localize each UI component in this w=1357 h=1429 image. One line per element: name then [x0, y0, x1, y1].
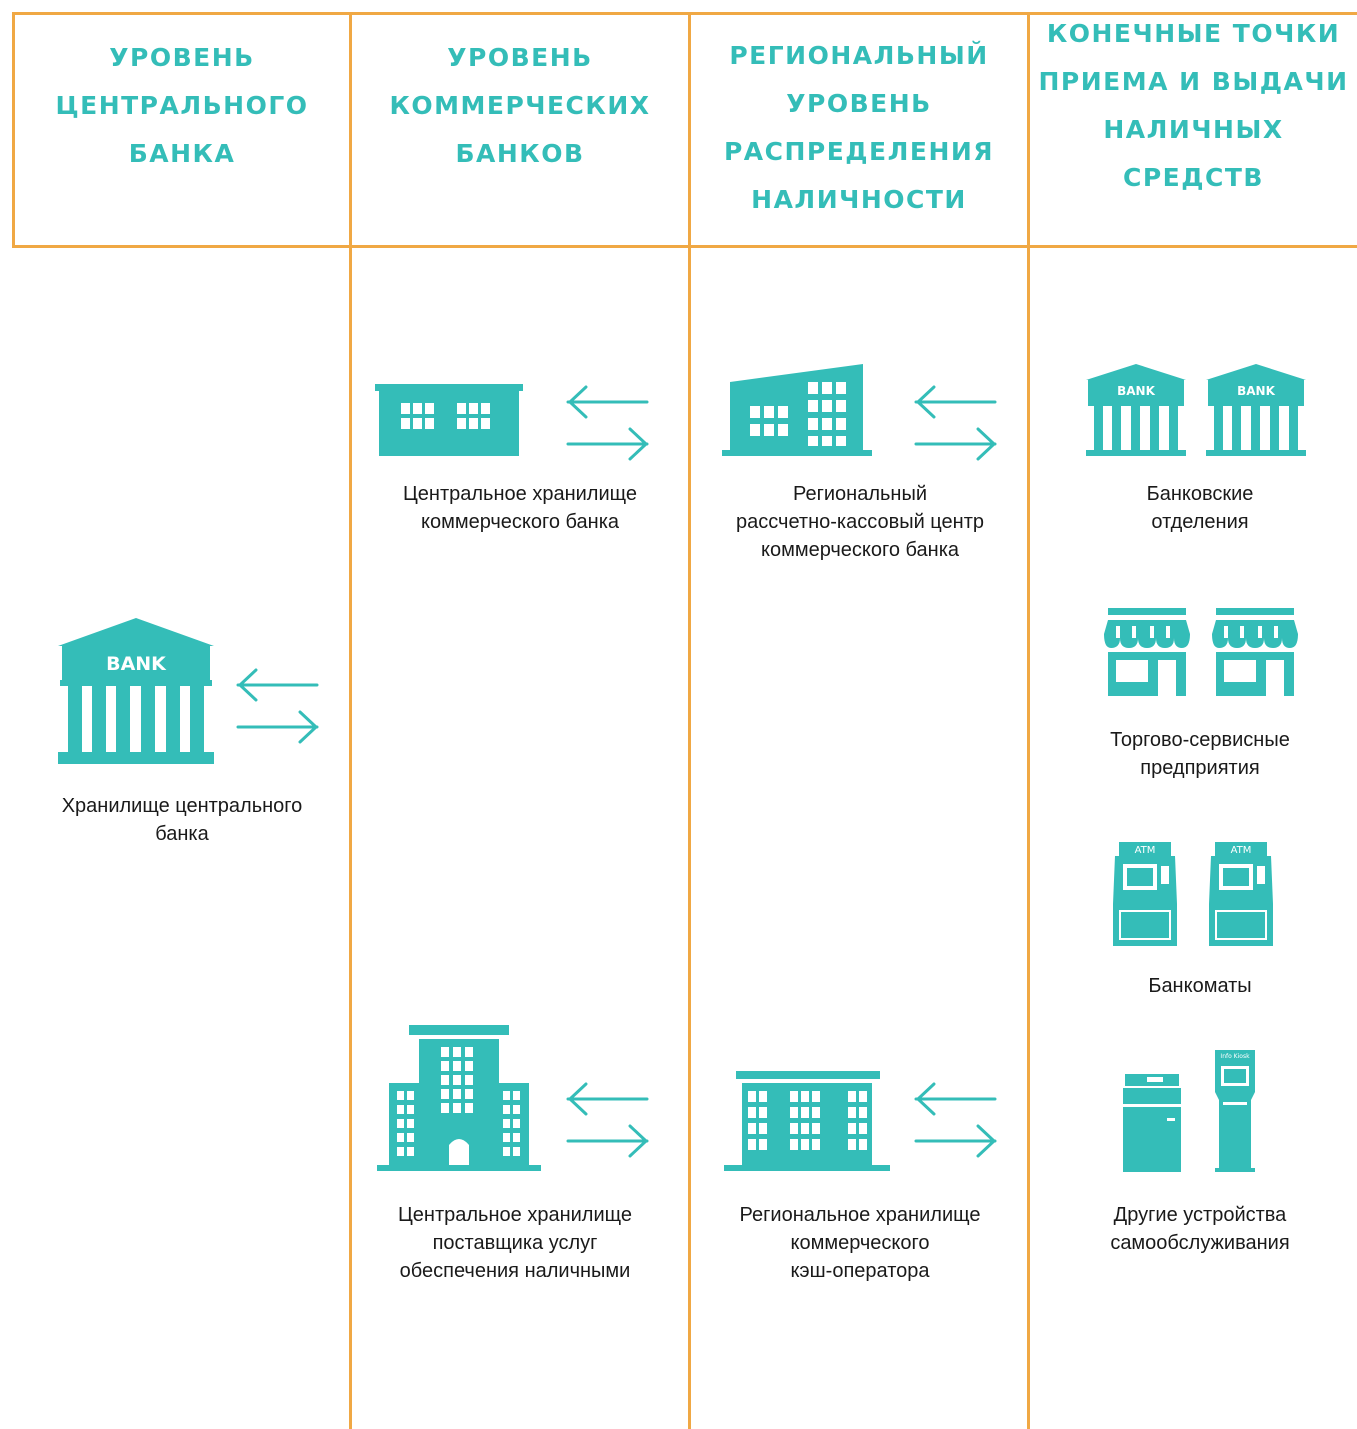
atm-sign: ATM — [1231, 845, 1252, 856]
column-divider-3 — [1027, 12, 1030, 1429]
deposit-machine-icon — [1123, 1074, 1181, 1172]
header-regional-level: РЕГИОНАЛЬНЫЙ УРОВЕНЬ РАСПРЕДЕЛЕНИЯ НАЛИЧ… — [691, 12, 1027, 244]
bank-sign: BANK — [1117, 384, 1155, 398]
shop-icon — [1102, 608, 1190, 696]
office-building-icon — [375, 384, 523, 456]
kiosk-sign: Info Kiosk — [1220, 1053, 1250, 1060]
exchange-arrows — [566, 385, 650, 466]
bank-branch-icon: BANK — [1086, 364, 1186, 456]
cash-service-provider-caption: Центральное хранилище поставщика услуг о… — [398, 1204, 632, 1282]
retail-caption: Торгово-сервисные предприятия — [1110, 729, 1290, 779]
commercial-bank-caption: Центральное хранилище коммерческого банк… — [403, 483, 637, 533]
bank-sign: BANK — [106, 653, 167, 675]
bank-branches-caption: Банковские отделения — [1146, 483, 1254, 533]
regional-building-icon — [722, 364, 872, 456]
regional-cash-operator-caption: Региональное хранилище коммерческого кэш… — [739, 1204, 981, 1282]
header-label: КОНЕЧНЫЕ ТОЧКИ ПРИЕМА И ВЫДАЧИ НАЛИЧНЫХ … — [1038, 19, 1349, 192]
shop-icon — [1210, 608, 1298, 696]
header-label: УРОВЕНЬ ЦЕНТРАЛЬНОГО БАНКА — [55, 43, 309, 168]
bank-building-icon: BANK — [58, 618, 214, 764]
atm-icon: ATM — [1113, 842, 1177, 946]
header-central-bank-level: УРОВЕНЬ ЦЕНТРАЛЬНОГО БАНКА — [15, 14, 349, 198]
regional-center-caption: Региональный рассчетно-кассовый центр ко… — [736, 483, 984, 561]
header-label: РЕГИОНАЛЬНЫЙ УРОВЕНЬ РАСПРЕДЕЛЕНИЯ НАЛИЧ… — [723, 41, 995, 214]
exchange-arrows — [236, 668, 320, 749]
header-divider — [12, 245, 1357, 248]
header-label: УРОВЕНЬ КОММЕРЧЕСКИХ БАНКОВ — [389, 43, 651, 168]
exchange-arrows — [914, 385, 998, 466]
header-end-points: КОНЕЧНЫЕ ТОЧКИ ПРИЕМА И ВЫДАЧИ НАЛИЧНЫХ … — [1030, 14, 1357, 198]
header-commercial-banks-level: УРОВЕНЬ КОММЕРЧЕСКИХ БАНКОВ — [352, 14, 688, 198]
exchange-arrows — [914, 1082, 998, 1163]
bank-sign: BANK — [1237, 384, 1275, 398]
kiosk-icon: Info Kiosk — [1213, 1050, 1257, 1172]
column-divider-2 — [688, 12, 691, 1429]
tower-building-icon — [377, 1025, 541, 1171]
atm-sign: ATM — [1135, 845, 1156, 856]
column-divider-1 — [349, 12, 352, 1429]
exchange-arrows — [566, 1082, 650, 1163]
central-bank-caption: Хранилище центрального банка — [61, 795, 303, 845]
atms-caption: Банкоматы — [1148, 975, 1252, 997]
self-service-caption: Другие устройства самообслуживания — [1110, 1204, 1290, 1254]
left-border — [12, 12, 15, 248]
warehouse-building-icon — [724, 1071, 890, 1171]
bank-branch-icon: BANK — [1206, 364, 1306, 456]
top-border — [12, 12, 1357, 15]
atm-icon: ATM — [1209, 842, 1273, 946]
